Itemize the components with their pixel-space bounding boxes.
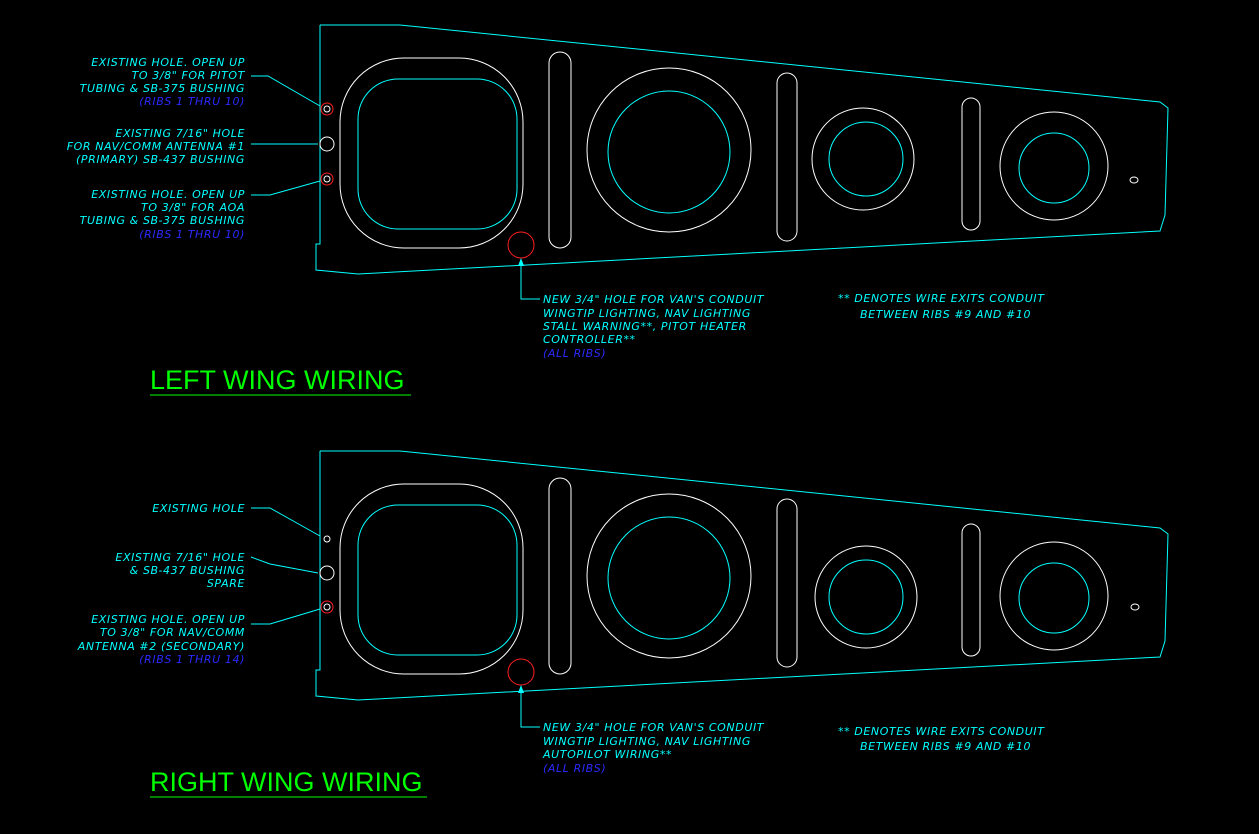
- right-wing-rib: [250, 450, 1169, 728]
- left-nav-comm-callout: EXISTING 7/16" HOLE FOR NAV/COMM ANTENNA…: [67, 127, 245, 166]
- lightening-hole-flange: [339, 57, 524, 249]
- callout-line: (PRIMARY) SB-437 BUSHING: [76, 153, 245, 166]
- callout-line: EXISTING 7/16" HOLE: [115, 127, 245, 140]
- left-wing-rib: [251, 24, 1169, 300]
- rib-outline: [315, 24, 1169, 275]
- stiffener-slot: [776, 498, 798, 668]
- callout-line: TUBING & SB-375 BUSHING: [80, 214, 245, 227]
- callout-line: EXISTING HOLE. OPEN UP: [91, 188, 245, 201]
- rib-range: (RIBS 1 THRU 10): [139, 228, 245, 241]
- lightening-hole: [357, 78, 518, 230]
- lightening-hole-flange: [814, 545, 918, 649]
- left-pitot-callout: EXISTING HOLE. OPEN UP TO 3/8" FOR PITOT…: [80, 56, 246, 108]
- lightening-hole: [357, 504, 518, 656]
- lightening-hole: [607, 90, 731, 214]
- callout-line: TUBING & SB-375 BUSHING: [80, 82, 245, 95]
- lightening-hole-flange: [811, 107, 915, 211]
- lightening-hole: [828, 121, 904, 197]
- rib-outline: [315, 450, 1169, 701]
- spare-hole: [319, 565, 335, 581]
- stiffener-slot: [961, 523, 981, 657]
- right-conduit-callout: NEW 3/4" HOLE FOR VAN'S CONDUIT WINGTIP …: [542, 721, 765, 775]
- footnote-line: BETWEEN RIBS #9 AND #10: [860, 740, 1031, 753]
- lightening-hole: [1018, 132, 1090, 204]
- left-conduit-callout: NEW 3/4" HOLE FOR VAN'S CONDUIT WINGTIP …: [543, 293, 765, 360]
- callout-line: NEW 3/4" HOLE FOR VAN'S CONDUIT: [543, 293, 765, 306]
- callout-line: EXISTING 7/16" HOLE: [115, 551, 245, 564]
- callout-line: EXISTING HOLE: [152, 502, 245, 515]
- tooling-hole: [1129, 176, 1139, 184]
- lightening-hole-flange: [339, 483, 524, 675]
- leader-arrowhead: [518, 685, 524, 693]
- lightening-hole-flange: [999, 541, 1109, 651]
- callout-line: STALL WARNING**, PITOT HEATER: [543, 320, 747, 333]
- aoa-hole-red: [320, 172, 334, 186]
- pitot-hole-red: [320, 102, 334, 116]
- left-footnote: ** DENOTES WIRE EXITS CONDUIT BETWEEN RI…: [838, 292, 1045, 321]
- lightening-hole: [1018, 562, 1090, 634]
- lightening-hole: [607, 516, 731, 640]
- callout-line: TO 3/8" FOR NAV/COMM: [100, 626, 245, 639]
- rib-range: (RIBS 1 THRU 14): [139, 653, 245, 666]
- callout-line: CONTROLLER**: [543, 333, 636, 346]
- callout-line: TO 3/8" FOR PITOT: [132, 69, 246, 82]
- leader-conduit: [520, 260, 540, 300]
- callout-line: ANTENNA #2 (SECONDARY): [77, 640, 245, 653]
- existing-hole: [323, 535, 331, 543]
- left-aoa-callout: EXISTING HOLE. OPEN UP TO 3/8" FOR AOA T…: [80, 188, 245, 241]
- nav-comm-hole: [319, 136, 335, 152]
- leader-nav-comm: [251, 608, 321, 625]
- callout-line: WINGTIP LIGHTING, NAV LIGHTING: [543, 735, 751, 748]
- lightening-hole-flange: [999, 111, 1109, 221]
- nav-comm-hole-red: [320, 600, 334, 614]
- callout-line: NEW 3/4" HOLE FOR VAN'S CONDUIT: [543, 721, 765, 734]
- aoa-hole: [323, 175, 331, 183]
- right-nav-comm-callout: EXISTING HOLE. OPEN UP TO 3/8" FOR NAV/C…: [77, 613, 245, 666]
- leader-conduit: [520, 687, 540, 728]
- leader-aoa: [251, 180, 321, 196]
- tooling-hole: [1130, 603, 1140, 611]
- callout-line: AUTOPILOT WIRING**: [542, 748, 672, 761]
- leader-spare: [250, 556, 319, 574]
- callout-line: EXISTING HOLE. OPEN UP: [91, 56, 245, 69]
- left-wing-title: LEFT WING WIRING: [150, 365, 405, 395]
- callout-line: SPARE: [207, 577, 245, 590]
- right-existing-callout: EXISTING HOLE: [152, 502, 245, 515]
- callout-line: TO 3/8" FOR AOA: [141, 201, 245, 214]
- stiffener-slot: [548, 51, 572, 249]
- leader-pitot: [251, 75, 321, 107]
- leader-arrowhead: [518, 258, 524, 266]
- right-footnote: ** DENOTES WIRE EXITS CONDUIT BETWEEN RI…: [838, 725, 1045, 753]
- leader-existing: [251, 507, 321, 537]
- nav-comm-hole: [323, 603, 331, 611]
- pitot-hole: [323, 105, 331, 113]
- rib-range: (RIBS 1 THRU 10): [139, 95, 245, 108]
- right-spare-callout: EXISTING 7/16" HOLE & SB-437 BUSHING SPA…: [115, 551, 245, 590]
- rib-range: (ALL RIBS): [543, 347, 606, 360]
- stiffener-slot: [548, 477, 572, 675]
- stiffener-slot: [961, 97, 981, 231]
- lightening-hole-flange: [586, 493, 752, 659]
- rib-range: (ALL RIBS): [543, 762, 606, 775]
- stiffener-slot: [776, 72, 798, 242]
- callout-line: WINGTIP LIGHTING, NAV LIGHTING: [543, 307, 751, 320]
- footnote-line: ** DENOTES WIRE EXITS CONDUIT: [838, 292, 1045, 305]
- callout-line: FOR NAV/COMM ANTENNA #1: [67, 140, 245, 153]
- callout-line: EXISTING HOLE. OPEN UP: [91, 613, 245, 626]
- lightening-hole-flange: [586, 67, 752, 233]
- right-wing-title: RIGHT WING WIRING: [150, 767, 422, 797]
- footnote-line: BETWEEN RIBS #9 AND #10: [860, 308, 1031, 321]
- callout-line: & SB-437 BUSHING: [130, 564, 245, 577]
- footnote-line: ** DENOTES WIRE EXITS CONDUIT: [838, 725, 1045, 738]
- lightening-hole: [828, 559, 904, 635]
